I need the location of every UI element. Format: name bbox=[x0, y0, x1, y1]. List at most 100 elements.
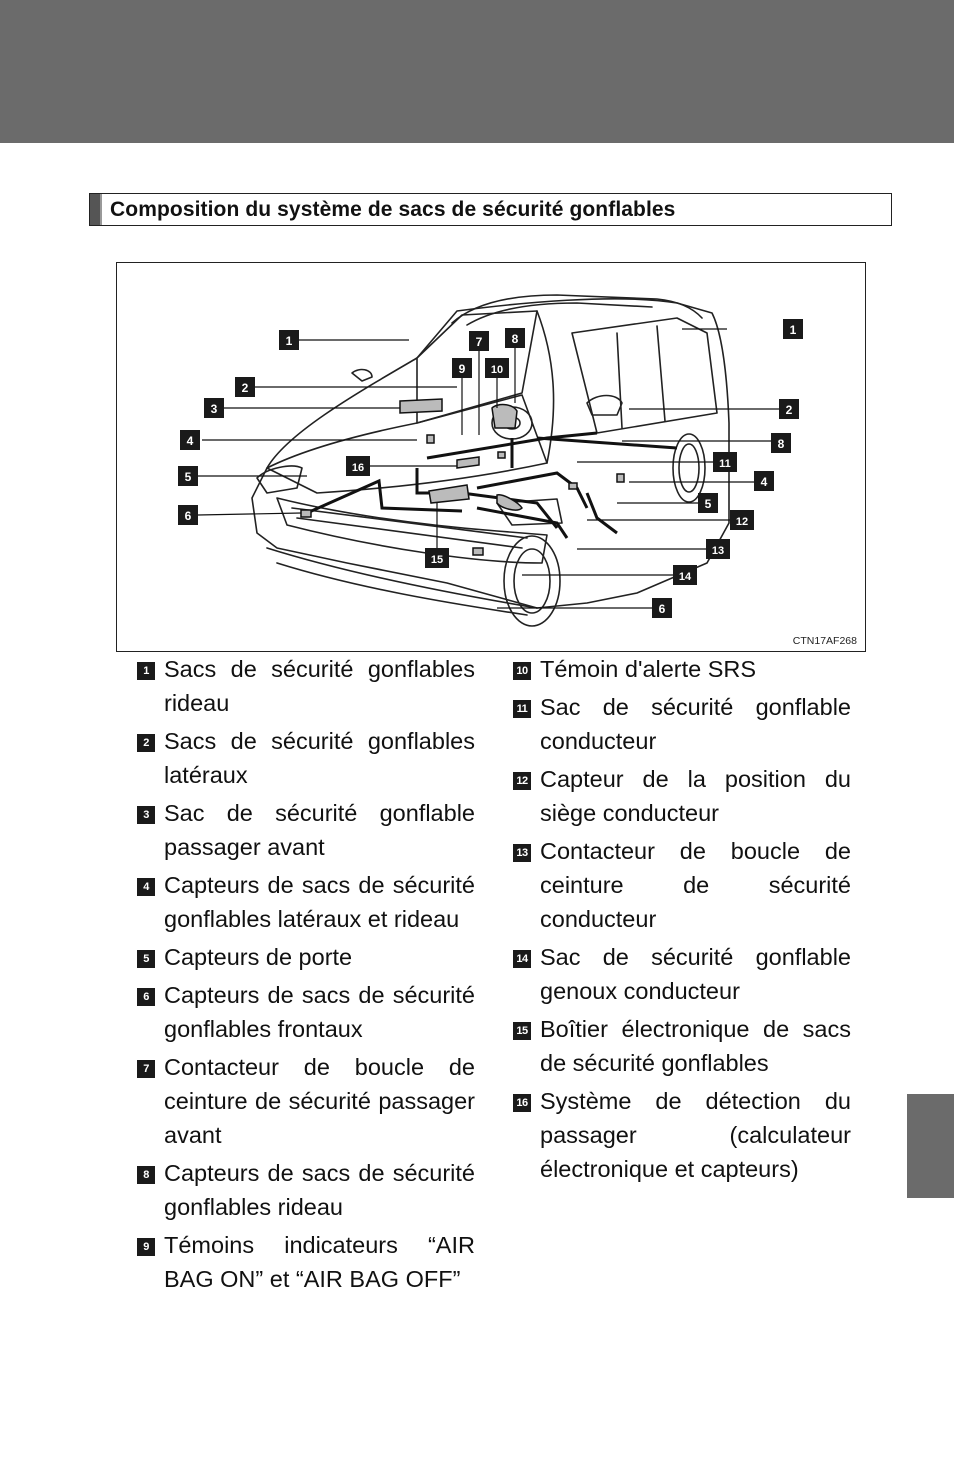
legend-item: 9 Témoins indicateurs “AIR BAG ON” et “AI… bbox=[135, 1228, 475, 1296]
legend-number: 9 bbox=[137, 1238, 155, 1256]
legend-label: Système de détection du passager (calcul… bbox=[540, 1088, 851, 1182]
callout-15: 15 bbox=[425, 548, 449, 568]
legend-number: 3 bbox=[137, 806, 155, 824]
legend-label: Boîtier électronique de sacs de sécurité… bbox=[540, 1016, 851, 1076]
callout-1-right: 1 bbox=[783, 319, 803, 339]
svg-text:11: 11 bbox=[719, 458, 731, 470]
callout-6-left: 6 bbox=[178, 505, 198, 525]
legend-label: Capteurs de sacs de sécurité gonflables … bbox=[164, 982, 475, 1042]
callout-10: 10 bbox=[485, 358, 509, 378]
callout-3: 3 bbox=[204, 398, 224, 418]
legend-label: Sacs de sécurité gonflables rideau bbox=[164, 656, 475, 716]
legend-label: Sacs de sécurité gonflables latéraux bbox=[164, 728, 475, 788]
legend-item: 4 Capteurs de sacs de sécurité gonflables… bbox=[135, 868, 475, 936]
svg-text:8: 8 bbox=[778, 437, 785, 451]
callout-14: 14 bbox=[673, 565, 697, 585]
legend-number: 13 bbox=[513, 844, 531, 862]
svg-text:12: 12 bbox=[736, 516, 748, 528]
callout-1-left: 1 bbox=[279, 330, 299, 350]
svg-text:4: 4 bbox=[761, 475, 768, 489]
svg-text:1: 1 bbox=[790, 323, 797, 337]
legend-number: 10 bbox=[513, 662, 531, 680]
legend-number: 2 bbox=[137, 734, 155, 752]
svg-text:2: 2 bbox=[242, 381, 249, 395]
svg-text:9: 9 bbox=[459, 362, 466, 376]
legend-item: 14 Sac de sécurité gonflable genoux condu… bbox=[511, 940, 851, 1008]
legend-item: 12 Capteur de la position du siège conduc… bbox=[511, 762, 851, 830]
callout-2-right: 2 bbox=[779, 399, 799, 419]
airbag-system-figure: 1 1 2 2 3 4 4 5 5 6 6 7 8 8 9 10 11 12 1… bbox=[116, 262, 866, 652]
legend-item: 16 Système de détection du passager (calc… bbox=[511, 1084, 851, 1186]
legend-label: Témoins indicateurs “AIR BAG ON” et “AIR… bbox=[164, 1232, 475, 1292]
heading-marker bbox=[90, 194, 102, 225]
legend-number: 14 bbox=[513, 950, 531, 968]
svg-text:13: 13 bbox=[712, 545, 724, 557]
leader-lines bbox=[197, 328, 781, 609]
legend-item: 5 Capteurs de porte bbox=[135, 940, 475, 974]
svg-text:2: 2 bbox=[786, 403, 793, 417]
callout-5-left: 5 bbox=[178, 466, 198, 486]
legend-label: Contacteur de boucle de ceinture de sécu… bbox=[164, 1054, 475, 1148]
legend-label: Témoin d'alerte SRS bbox=[540, 656, 757, 682]
legend-number: 12 bbox=[513, 772, 531, 790]
airbag-components bbox=[300, 398, 625, 556]
legend-number: 7 bbox=[137, 1060, 155, 1078]
callout-5-right: 5 bbox=[698, 493, 718, 513]
legend-item: 11 Sac de sécurité gonflable conducteur bbox=[511, 690, 851, 758]
svg-text:10: 10 bbox=[491, 364, 503, 376]
callout-11: 11 bbox=[713, 452, 737, 472]
callout-4-left: 4 bbox=[180, 430, 200, 450]
section-heading: Composition du système de sacs de sécuri… bbox=[89, 193, 892, 226]
legend-item: 6 Capteurs de sacs de sécurité gonflables… bbox=[135, 978, 475, 1046]
callout-9: 9 bbox=[452, 358, 472, 378]
svg-text:16: 16 bbox=[352, 462, 364, 474]
callout-8-right: 8 bbox=[771, 433, 791, 453]
callout-labels: 1 1 2 2 3 4 4 5 5 6 6 7 8 8 9 10 11 12 1… bbox=[178, 319, 803, 618]
chapter-tab bbox=[907, 1094, 954, 1198]
legend-number: 4 bbox=[137, 878, 155, 896]
section-heading-text: Composition du système de sacs de sécuri… bbox=[110, 197, 676, 221]
legend-item: 15 Boîtier électronique de sacs de sécuri… bbox=[511, 1012, 851, 1080]
callout-7: 7 bbox=[469, 331, 489, 351]
legend-number: 15 bbox=[513, 1022, 531, 1040]
legend-number: 11 bbox=[513, 700, 531, 718]
legend-label: Contacteur de boucle de ceinture de sécu… bbox=[540, 838, 851, 932]
page-header-band bbox=[0, 0, 954, 143]
legend-item: 13 Contacteur de boucle de ceinture de sé… bbox=[511, 834, 851, 936]
legend-item: 2 Sacs de sécurité gonflables latéraux bbox=[135, 724, 475, 792]
legend-label: Capteurs de sacs de sécurité gonflables … bbox=[164, 1160, 475, 1220]
legend-item: 10 Témoin d'alerte SRS bbox=[511, 652, 851, 686]
svg-text:14: 14 bbox=[679, 571, 692, 583]
svg-text:7: 7 bbox=[476, 335, 483, 349]
svg-text:6: 6 bbox=[185, 509, 192, 523]
legend-label: Sac de sécurité gonflable genoux conduct… bbox=[540, 944, 851, 1004]
legend-number: 16 bbox=[513, 1094, 531, 1112]
legend-label: Capteurs de sacs de sécurité gonflables … bbox=[164, 872, 475, 932]
svg-text:1: 1 bbox=[286, 334, 293, 348]
legend-item: 7 Contacteur de boucle de ceinture de séc… bbox=[135, 1050, 475, 1152]
callout-4-right: 4 bbox=[754, 471, 774, 491]
legend-number: 1 bbox=[137, 662, 155, 680]
legend-item: 3 Sac de sécurité gonflable passager avan… bbox=[135, 796, 475, 864]
legend-label: Sac de sécurité gonflable conducteur bbox=[540, 694, 851, 754]
legend-label: Sac de sécurité gonflable passager avant bbox=[164, 800, 475, 860]
callout-8-top: 8 bbox=[505, 328, 525, 348]
svg-text:4: 4 bbox=[187, 434, 194, 448]
legend-number: 8 bbox=[137, 1166, 155, 1184]
legend-number: 5 bbox=[137, 950, 155, 968]
vehicle-illustration: 1 1 2 2 3 4 4 5 5 6 6 7 8 8 9 10 11 12 1… bbox=[178, 294, 803, 627]
legend-label: Capteur de la position du siège conducte… bbox=[540, 766, 851, 826]
svg-text:3: 3 bbox=[211, 402, 218, 416]
callout-6-right: 6 bbox=[652, 598, 672, 618]
legend-number: 6 bbox=[137, 988, 155, 1006]
callout-16: 16 bbox=[346, 456, 370, 476]
callout-2-left: 2 bbox=[235, 377, 255, 397]
svg-text:5: 5 bbox=[185, 470, 192, 484]
legend-label: Capteurs de porte bbox=[164, 944, 353, 970]
svg-text:6: 6 bbox=[659, 602, 666, 616]
callout-12: 12 bbox=[730, 510, 754, 530]
airbag-wiring bbox=[306, 431, 678, 539]
figure-code: CTN17AF268 bbox=[792, 635, 857, 647]
